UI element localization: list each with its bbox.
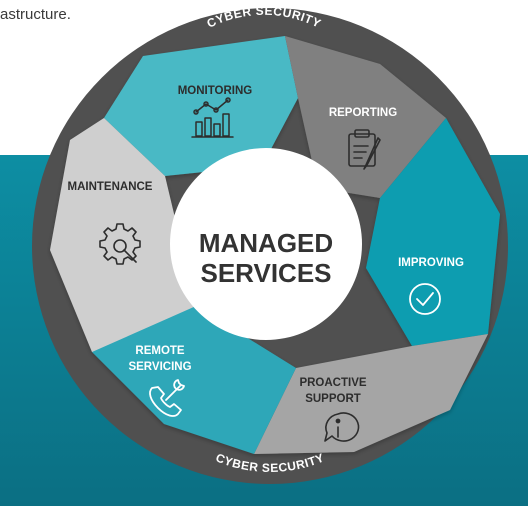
segment-remote-servicing bbox=[92, 306, 296, 454]
segment-monitoring bbox=[104, 36, 298, 176]
center-title-line1: MANAGED bbox=[199, 228, 333, 258]
center-title-line2: SERVICES bbox=[200, 258, 331, 288]
phone-wrench-icon bbox=[149, 379, 185, 417]
segment-improving bbox=[366, 118, 500, 346]
segment-label-monitoring: MONITORING bbox=[178, 85, 253, 97]
segment-proactive-support bbox=[254, 334, 488, 454]
center-circle bbox=[170, 148, 362, 340]
clipboard-icon bbox=[348, 129, 381, 170]
segment-maintenance bbox=[50, 118, 196, 352]
segment-label-maintenance: MAINTENANCE bbox=[68, 181, 153, 193]
segment-label-support: SUPPORT bbox=[305, 393, 361, 405]
chart-icon bbox=[191, 97, 234, 138]
segment-label-reporting: REPORTING bbox=[329, 107, 397, 119]
segment-label-remote: REMOTE bbox=[135, 345, 185, 357]
gear-wrench-icon bbox=[99, 223, 141, 265]
info-icon bbox=[324, 412, 360, 442]
segment-reporting bbox=[285, 36, 446, 198]
intro-text-fragment: astructure. bbox=[0, 6, 71, 23]
checkmark-circle-icon bbox=[409, 283, 441, 315]
segment-label-servicing: SERVICING bbox=[128, 361, 191, 373]
segment-label-improving: IMPROVING bbox=[398, 257, 464, 269]
segment-label-proactive: PROACTIVE bbox=[299, 377, 366, 389]
